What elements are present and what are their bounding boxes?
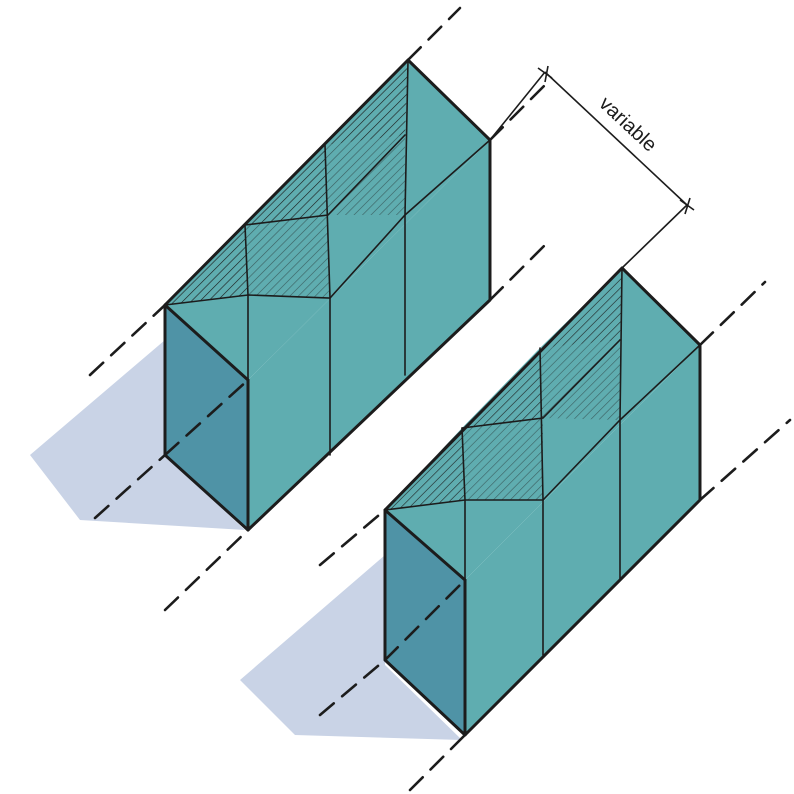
lower-block xyxy=(240,266,702,740)
lower-divider-b xyxy=(461,427,466,501)
lower-block-shadow xyxy=(240,555,462,740)
guide-lower-right-bottom xyxy=(698,418,792,502)
guide-lower-left-bottom xyxy=(318,658,387,717)
upper-roof-hatch-4 xyxy=(245,215,330,298)
dimension-label: variable xyxy=(595,93,661,157)
upper-divider-d xyxy=(404,59,409,216)
upper-block-shadow xyxy=(30,340,245,530)
upper-corner-edge xyxy=(163,303,250,382)
guide-upper-right-top xyxy=(406,6,462,62)
guide-upper-base xyxy=(163,528,250,612)
upper-block xyxy=(30,58,492,532)
lower-corner-edge xyxy=(383,508,467,582)
guide-upper-right-roof xyxy=(488,83,547,142)
guide-lower-left-top xyxy=(318,508,387,567)
upper-block-facade xyxy=(248,140,490,530)
guide-upper-inner xyxy=(163,378,250,457)
upper-divider-c xyxy=(324,144,331,299)
guide-lower-base xyxy=(408,733,467,792)
upper-divider-b xyxy=(244,224,249,296)
guide-lower-right-top xyxy=(698,280,767,347)
lower-roof-mid-line xyxy=(461,339,621,429)
guide-upper-left-top xyxy=(88,303,167,377)
lower-divider-d xyxy=(619,267,623,421)
dimension-cross-start xyxy=(544,65,549,83)
dimension-annotation: variable xyxy=(489,65,695,269)
lower-divider-c xyxy=(539,347,544,501)
dimension-cross-end xyxy=(684,197,691,215)
guide-upper-right-bottom xyxy=(488,240,550,302)
lower-roof-hatch-4 xyxy=(462,418,543,500)
dimension-extension-lower xyxy=(621,204,688,269)
dimension-extension-upper xyxy=(489,71,546,141)
guide-upper-left-bottom xyxy=(93,453,167,520)
lower-block-facade xyxy=(465,345,700,735)
guide-lower-inner xyxy=(383,578,467,662)
guide-lines xyxy=(88,6,792,792)
dimension-line xyxy=(544,71,688,206)
